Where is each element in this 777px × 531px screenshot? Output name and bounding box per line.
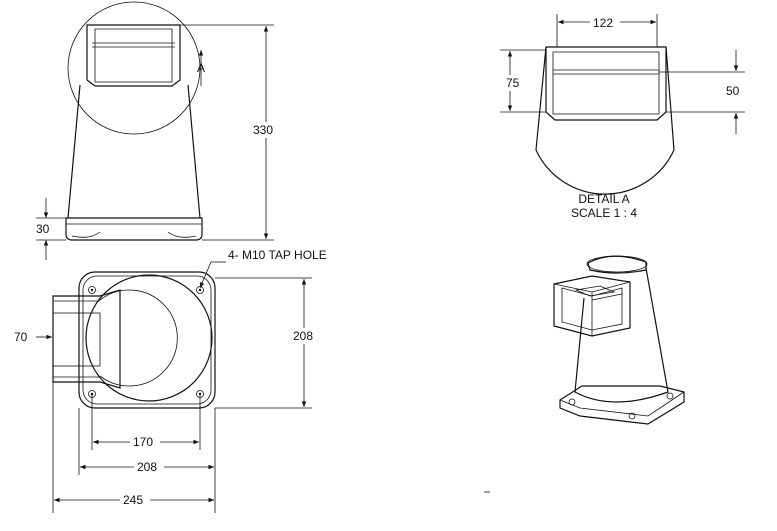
top-view: 4- M10 TAP HOLE 208 70 170 208 245 [14,248,327,513]
iso-top [587,255,647,274]
base-width-208-label: 208 [137,460,157,474]
depth-208-label: 208 [293,329,313,343]
head-box [86,24,181,87]
body-right-edge [187,84,201,219]
detail-body-outline [535,46,675,195]
iso-head-box [553,275,631,337]
detail-height-75-label: 75 [506,76,520,90]
detail-inner-50-label: 50 [726,84,740,98]
body-circle [85,274,213,402]
detail-a-view: 122 75 50 DETAIL A SCALE 1 : 4 [500,14,745,220]
tap-hole-note: 4- M10 TAP HOLE [228,248,327,262]
body-left-edge [67,84,81,219]
overall-width-245-label: 245 [123,493,143,507]
tap-hole [88,286,96,294]
detail-width-122-label: 122 [593,16,613,30]
height-330-label: 330 [253,123,273,137]
iso-body [574,267,669,403]
base-plate [65,217,203,241]
side-70-label: 70 [14,330,28,344]
base-height-30-label: 30 [36,222,50,236]
detail-scale: SCALE 1 : 4 [571,206,637,220]
detail-head-box [545,46,667,121]
front-view: A 330 30 [36,1,280,260]
base-square [78,271,216,409]
detail-title: DETAIL A [578,192,629,206]
isometric-view [553,255,685,425]
detail-circle [67,1,201,135]
hole-spacing-170-label: 170 [133,435,153,449]
detail-a-marker: A [197,61,205,75]
iso-base-plate [559,385,685,425]
